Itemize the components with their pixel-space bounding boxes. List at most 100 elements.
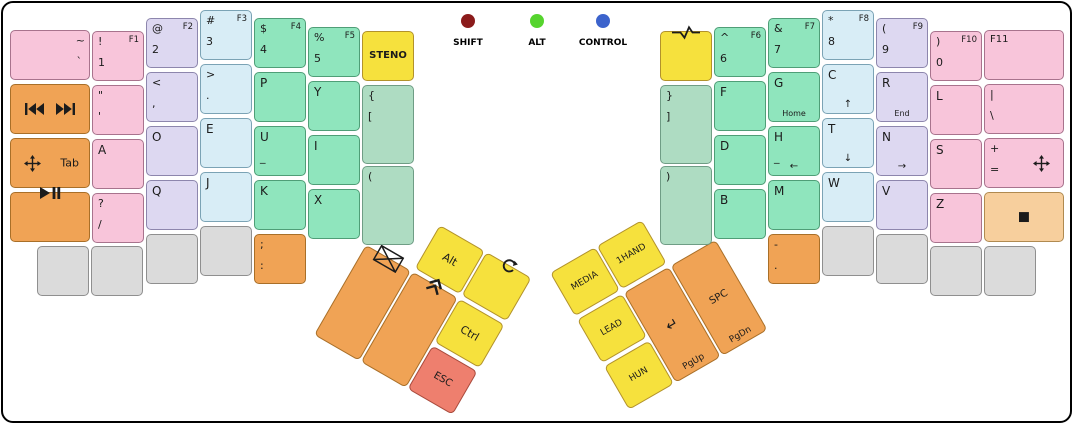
key-bottom-right-4[interactable] bbox=[984, 246, 1036, 296]
key-0-label-1: F10 bbox=[961, 35, 977, 45]
key-redo[interactable] bbox=[461, 252, 532, 322]
key-o[interactable]: O bbox=[146, 126, 198, 176]
key-y[interactable]: Y bbox=[308, 81, 360, 131]
key-j[interactable]: J bbox=[200, 172, 252, 222]
key-h[interactable]: H_← bbox=[768, 126, 820, 176]
key-6-label-2: 6 bbox=[720, 52, 727, 65]
key-playpause[interactable] bbox=[10, 187, 90, 242]
key-comma[interactable]: <, bbox=[146, 72, 198, 122]
key-1-label-0: ! bbox=[98, 35, 103, 48]
key-comma-label-0: < bbox=[152, 76, 162, 89]
key-bottom-left-4[interactable] bbox=[200, 226, 252, 276]
key-s[interactable]: S bbox=[930, 139, 982, 189]
key-lbracket[interactable]: {[ bbox=[362, 85, 414, 164]
key-mail[interactable] bbox=[314, 244, 412, 361]
key-r-label-0: R bbox=[882, 76, 891, 90]
key-bottom-right-1[interactable] bbox=[822, 226, 874, 276]
key-media-tracks[interactable] bbox=[10, 84, 90, 134]
key-period-label-0: > bbox=[206, 68, 216, 81]
key-g-label-1: Home bbox=[782, 109, 806, 118]
key-bottom-right-2[interactable] bbox=[876, 234, 928, 284]
key-semicolon[interactable]: ;: bbox=[254, 234, 306, 284]
key-k[interactable]: K bbox=[254, 180, 306, 230]
key-bottom-right-3[interactable] bbox=[930, 246, 982, 296]
key-i[interactable]: I bbox=[308, 135, 360, 185]
key-stop[interactable]: ■ bbox=[984, 192, 1064, 242]
key-m[interactable]: M bbox=[768, 180, 820, 230]
key-d[interactable]: D bbox=[714, 135, 766, 185]
key-lbracket-label-1: [ bbox=[368, 110, 373, 123]
key-u[interactable]: U_ bbox=[254, 126, 306, 176]
key-v[interactable]: V bbox=[876, 180, 928, 230]
key-plus[interactable]: += bbox=[984, 138, 1064, 188]
key-chevrons-up[interactable] bbox=[360, 271, 458, 388]
key-tab-label-0: Tab bbox=[60, 156, 79, 170]
key-n[interactable]: N→ bbox=[876, 126, 928, 176]
key-tilde[interactable]: ~` bbox=[10, 30, 90, 80]
key-pipe[interactable]: |\ bbox=[984, 84, 1064, 134]
key-steno[interactable]: STENO bbox=[362, 31, 414, 81]
envelope-icon bbox=[341, 202, 435, 315]
key-w[interactable]: W bbox=[822, 172, 874, 222]
key-0-label-2: 0 bbox=[936, 56, 943, 69]
key-4-label-0: $ bbox=[260, 22, 267, 35]
key-4-label-2: 4 bbox=[260, 43, 267, 56]
key-q[interactable]: Q bbox=[146, 180, 198, 230]
key-tab[interactable]: Tab bbox=[10, 138, 90, 188]
key-hun-label-0: HUN bbox=[627, 365, 650, 385]
key-f[interactable]: F bbox=[714, 81, 766, 131]
key-plus-label-0: + bbox=[990, 142, 1000, 155]
key-l[interactable]: L bbox=[930, 85, 982, 135]
key-bottom-left-1[interactable] bbox=[37, 246, 89, 296]
key-rbracket[interactable]: }] bbox=[660, 85, 712, 164]
key-e[interactable]: E bbox=[200, 118, 252, 168]
key-bottom-left-3[interactable] bbox=[146, 234, 198, 284]
key-i-label-0: I bbox=[314, 139, 318, 153]
key-lead-label-0: LEAD bbox=[598, 317, 625, 339]
key-p[interactable]: P bbox=[254, 72, 306, 122]
key-k-label-0: K bbox=[260, 184, 268, 198]
key-esc-label-0: ESC bbox=[431, 370, 455, 390]
key-3-label-0: # bbox=[206, 14, 216, 27]
key-period[interactable]: >. bbox=[200, 64, 252, 114]
key-z[interactable]: Z bbox=[930, 193, 982, 243]
key-a[interactable]: A bbox=[92, 139, 144, 189]
key-layer-toggle[interactable] bbox=[660, 24, 712, 81]
key-u-label-1: _ bbox=[260, 151, 266, 164]
key-minus[interactable]: -. bbox=[768, 234, 820, 284]
key-8-label-0: * bbox=[828, 14, 834, 27]
key-minus-label-1: . bbox=[774, 259, 778, 272]
key-3-label-1: F3 bbox=[236, 14, 247, 24]
key-t[interactable]: T↓ bbox=[822, 118, 874, 168]
key-w-label-0: W bbox=[828, 176, 840, 190]
key-c[interactable]: C↑ bbox=[822, 64, 874, 114]
pulse-icon bbox=[661, 8, 711, 56]
key-f11-label-0: F11 bbox=[990, 34, 1009, 45]
key-m-label-0: M bbox=[774, 184, 785, 198]
key-7-label-0: & bbox=[774, 22, 783, 35]
key-x[interactable]: X bbox=[308, 189, 360, 239]
key-lparen[interactable]: ( bbox=[362, 166, 414, 245]
led-shift bbox=[461, 14, 475, 28]
key-9-label-0: ( bbox=[882, 22, 887, 35]
key-b[interactable]: B bbox=[714, 189, 766, 239]
key-bottom-left-2[interactable] bbox=[91, 246, 143, 296]
key-f11[interactable]: F11 bbox=[984, 30, 1064, 80]
key-question[interactable]: ?/ bbox=[92, 193, 144, 243]
key-1hand-label-0: 1HAND bbox=[615, 241, 649, 267]
key-quote[interactable]: "' bbox=[92, 85, 144, 135]
key-rparen[interactable]: ) bbox=[660, 166, 712, 245]
